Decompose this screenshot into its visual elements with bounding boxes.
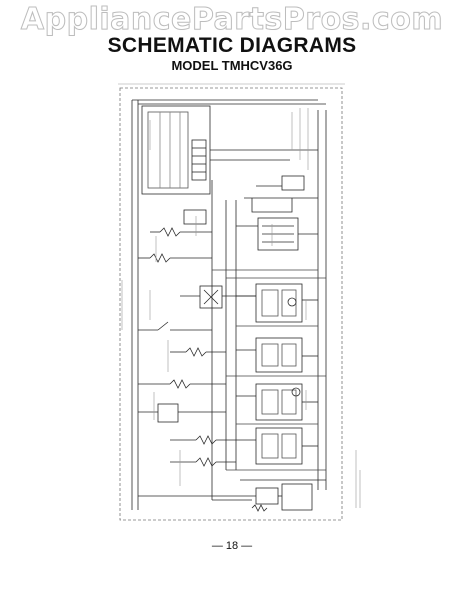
control-block-3: [236, 337, 318, 373]
main-bus-lines: [131, 99, 327, 510]
page-title: SCHEMATIC DIAGRAMS: [107, 34, 357, 57]
bottom-power-section: [138, 479, 326, 512]
annotation-marks: [121, 108, 361, 508]
watermark-logo: AppliancePartsPros.com: [20, 2, 444, 38]
left-heater-elements: [138, 209, 236, 467]
control-block-5: [236, 427, 318, 465]
model-subtitle: MODEL TMHCV36G: [171, 58, 293, 73]
cross-wiring: [212, 269, 326, 471]
timer-module: [141, 105, 211, 195]
control-block-1: [236, 217, 318, 251]
control-block-4: [236, 383, 318, 421]
schematic-frame: [119, 87, 343, 521]
page-number: — 18 —: [211, 540, 253, 552]
center-switch-cluster: [180, 285, 256, 309]
